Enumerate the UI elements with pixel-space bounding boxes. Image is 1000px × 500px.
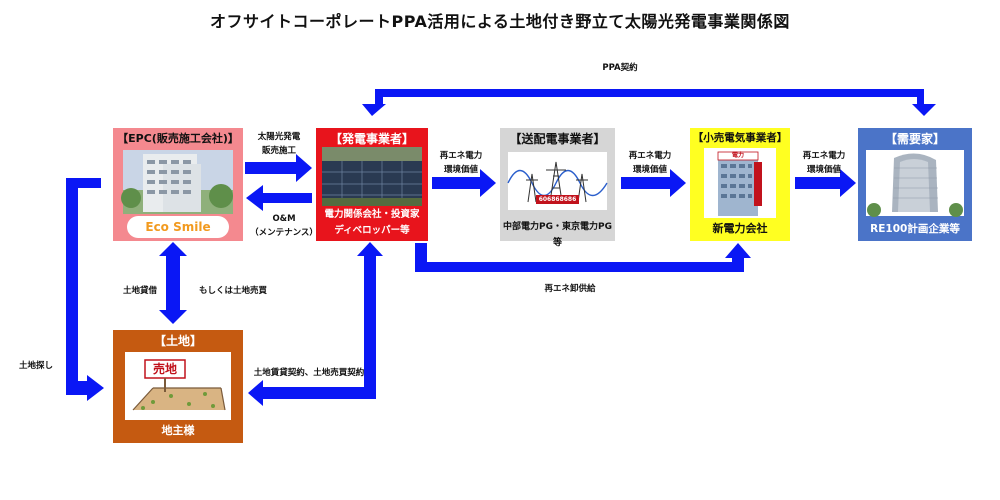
grid-operator-box: 【送配電事業者】 606868686 中部電力PG・東京電力PG等	[500, 128, 615, 248]
consumer-title: 【需要家】	[884, 132, 945, 146]
land-lease-label: 土地貸借	[122, 286, 157, 296]
retailer-caption: 新電力会社	[712, 222, 768, 235]
re-wholesale-arrow	[415, 243, 751, 272]
retail-to-demand-arrow	[795, 169, 856, 197]
generator-to-grid-arrow	[432, 169, 496, 197]
re-value-label-3-line2: 環境価値	[806, 165, 841, 175]
land-sign: 売地	[152, 362, 177, 376]
re-value-label-3-line1: 再エネ電力	[802, 151, 846, 161]
retailer-title: 【小売電気事業者】	[692, 132, 788, 144]
re-value-label-3: 再エネ電力 環境価値	[789, 149, 859, 177]
epc-sales-label-line1: 太陽光発電	[257, 132, 301, 142]
consumer-box: 【需要家】 RE100計画企業等	[858, 128, 972, 241]
epc-sales-label: 太陽光発電 販売施工	[244, 130, 314, 158]
generator-caption: 電力関係会社・投資家 ディベロッパー等	[316, 207, 428, 239]
om-arrow	[246, 185, 312, 211]
land-title: 【土地】	[153, 334, 202, 348]
grid-operator-caption: 中部電力PG・東京電力PG等	[503, 222, 612, 248]
re-value-label-1-line1: 再エネ電力	[439, 151, 483, 161]
land-search-arrow	[66, 178, 104, 401]
om-label: O&M （メンテナンス）	[236, 212, 332, 240]
land-for-sale-illustration	[125, 352, 231, 420]
epc-box: 【EPC(販売施工会社)】 Eco Smile	[113, 128, 243, 241]
grid-to-retail-arrow	[621, 169, 686, 197]
re-value-label-1-line2: 環境価値	[443, 165, 478, 175]
retail-building-sign: 電力	[731, 152, 744, 159]
epc-title: 【EPC(販売施工会社)】	[117, 132, 239, 145]
om-label-line2: （メンテナンス）	[250, 228, 318, 238]
eco-smile-logo: Eco Smile	[145, 220, 211, 234]
re-wholesale-label: 再エネ卸供給	[544, 284, 596, 294]
retail-building-illustration	[704, 148, 776, 218]
re-value-label-2-line2: 環境価値	[632, 165, 667, 175]
land-box: 【土地】 売地 地主様	[113, 330, 243, 443]
epc-sales-label-line2: 販売施工	[261, 146, 296, 156]
office-building-illustration	[121, 150, 233, 238]
epc-to-generator-arrow	[245, 154, 312, 182]
re-value-label-1: 再エネ電力 環境価値	[426, 149, 496, 177]
transmission-tower-illustration	[507, 152, 608, 210]
om-label-line1: O&M	[272, 214, 296, 224]
generator-caption-line1: 電力関係会社・投資家	[324, 209, 420, 220]
epc-land-arrow	[159, 242, 187, 324]
land-contract-label: 土地賃貸契約、土地売買契約	[253, 368, 365, 378]
land-contract-arrow	[248, 242, 383, 406]
generator-title: 【発電事業者】	[329, 132, 414, 146]
land-search-label: 土地探し	[18, 361, 53, 371]
glass-tower-illustration	[866, 150, 964, 217]
land-sale-label: もしくは土地売買	[198, 286, 267, 296]
land-caption: 地主様	[161, 424, 195, 437]
consumer-caption: RE100計画企業等	[870, 223, 960, 235]
grid-operator-title: 【送配電事業者】	[509, 132, 606, 146]
grid-sign: 606868686	[538, 196, 577, 203]
solar-panel-illustration	[322, 147, 422, 206]
ppa-contract-label: PPA契約	[602, 63, 638, 73]
generator-caption-line2: ディベロッパー等	[334, 225, 410, 236]
retailer-box: 【小売電気事業者】 電力 新電力会社	[690, 128, 790, 241]
re-value-label-2: 再エネ電力 環境価値	[615, 149, 685, 177]
diagram-title: オフサイトコーポレートPPA活用による土地付き野立て太陽光発電事業関係図	[210, 12, 790, 31]
ppa-contract-arrow	[362, 89, 936, 116]
generator-box: 【発電事業者】 電力関係会社・投資家 ディベロッパー等	[316, 128, 428, 241]
re-value-label-2-line1: 再エネ電力	[628, 151, 672, 161]
